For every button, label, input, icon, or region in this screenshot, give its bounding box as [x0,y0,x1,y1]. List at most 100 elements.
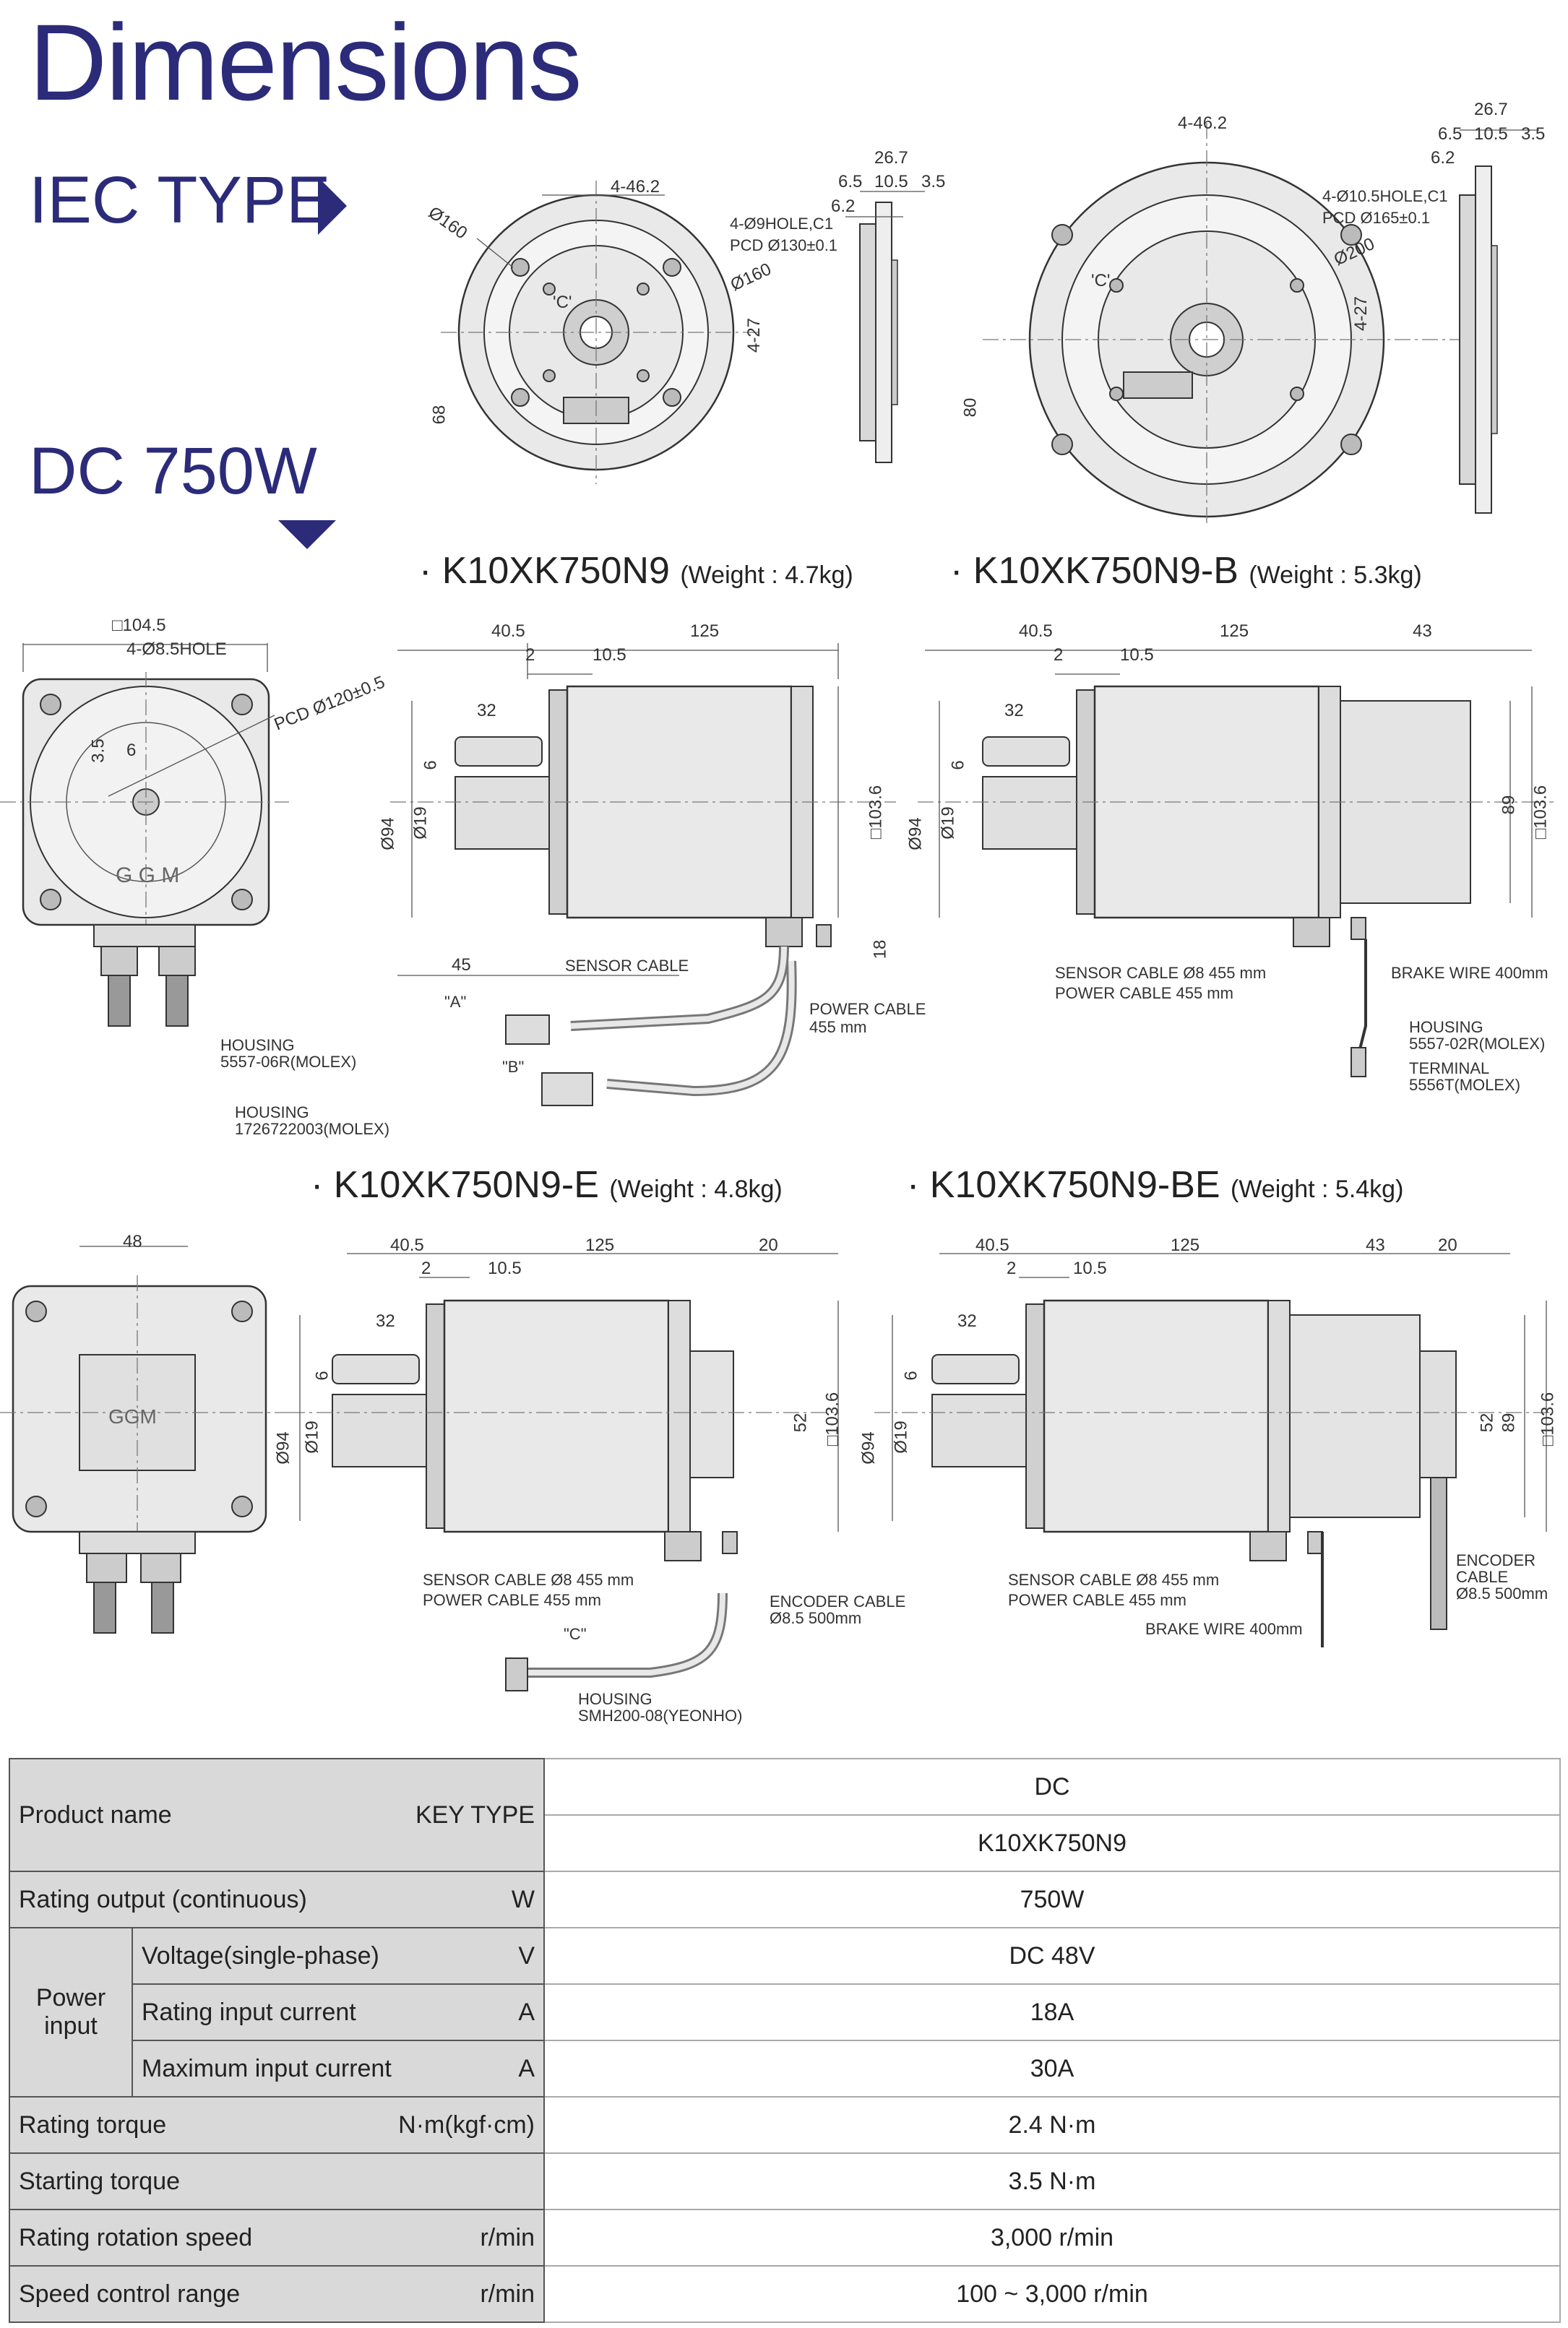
dim-32-b: 32 [1004,701,1024,720]
label-terminal-pn-b: 5556T(MOLEX) [1409,1076,1521,1094]
model-bullet: · [419,550,432,592]
row-value: 30A [543,2040,1561,2098]
label-sensor-e: SENSOR CABLE Ø8 455 mm [423,1571,634,1589]
row-value: 100 ~ 3,000 r/min [543,2265,1561,2323]
n9-side-drawing [390,643,896,1106]
label-housing2-pn: 1726722003(MOLEX) [235,1120,390,1138]
n9be-side-drawing [874,1253,1554,1647]
dim-32-e: 32 [376,1311,395,1331]
dim-1036-be: □103.6 [1538,1392,1558,1447]
model-title-n9: · K10XK750N9 (Weight : 4.7kg) [419,549,853,592]
model-name: K10XK750N9 [441,550,670,592]
dc-power-heading: DC 750W [29,434,317,508]
label-a: "A" [444,993,467,1011]
dim-pcd: PCD Ø130±0.1 [730,236,838,254]
n9b-side-drawing [918,650,1554,1077]
page-title: Dimensions [29,1,582,123]
model-weight: (Weight : 5.4kg) [1231,1176,1404,1203]
dim-52-e: 52 [791,1413,811,1433]
dim-405-be: 40.5 [975,1236,1009,1255]
dim-427: 4-27 [744,317,764,353]
dim-d94-b: Ø94 [905,817,926,850]
dim-46-r: 4-46.2 [1178,113,1228,133]
dc-cell: DC [543,1758,1561,1816]
dim-405-b: 40.5 [1019,621,1053,641]
dim-2: 2 [525,645,535,665]
iec-type-heading: IEC TYPE [29,163,331,237]
dim-105-b: 10.5 [1120,645,1154,665]
row-unit: W [511,1885,535,1913]
dim-d94: Ø94 [378,817,398,850]
dim-62-r: 6.2 [1431,148,1455,168]
dim-43-be: 43 [1366,1236,1385,1255]
arrow-down-icon [278,520,336,549]
label-b: "B" [502,1058,525,1076]
dim-105: 10.5 [874,172,908,191]
model-weight: (Weight : 4.7kg) [680,561,853,589]
label-sensor-cable: SENSOR CABLE [565,957,689,975]
dim-6: 6 [421,760,441,770]
label-power-cable: POWER CABLE [809,1000,926,1018]
model-weight: (Weight : 5.3kg) [1249,561,1422,589]
dim-2-e: 2 [421,1259,431,1278]
label-power-len: 455 mm [809,1018,867,1036]
dim-89-b: 89 [1499,795,1519,815]
label-sensor-be: SENSOR CABLE Ø8 455 mm [1008,1571,1220,1589]
label-power-b: POWER CABLE 455 mm [1055,984,1233,1002]
dim-405-e: 40.5 [390,1236,424,1255]
label-housing-pn-e: SMH200-08(YEONHO) [578,1707,743,1725]
label-housing1: HOUSING [220,1036,295,1054]
dim-sq-1045: □104.5 [112,616,166,635]
dim-d19-b: Ø19 [938,806,958,840]
dim-45: 45 [452,955,471,975]
power-input-group: Power input [9,1927,133,2098]
dim-key-h: 3.5 [88,738,108,763]
dim-89-be: 89 [1499,1413,1519,1433]
row-label: Rating torque [19,2111,167,2139]
logo-ggm: G G M [116,863,180,887]
iec-flange-small-drawing [441,181,925,484]
table-row: Rating output (continuous)W 750W [9,1871,1561,1928]
label-brake-b: BRAKE WIRE 400mm [1391,964,1548,982]
dim-62: 6.2 [831,197,856,216]
row-unit: r/min [480,2280,535,2308]
dim-d94-be: Ø94 [858,1431,879,1465]
front-view-drawing [0,643,289,1027]
dim-125: 125 [690,621,720,641]
label-housing2: HOUSING [235,1103,309,1121]
label-encoder2-be: CABLE [1456,1568,1509,1586]
product-name-cell: Product name KEY TYPE [9,1758,545,1872]
row-label: Rating rotation speed [19,2223,253,2251]
row-unit: A [518,1998,535,2026]
row-label: Starting torque [19,2167,181,2195]
dim-65: 6.5 [838,172,863,191]
label-c: 'C' [553,293,572,312]
dim-6-e: 6 [312,1371,332,1381]
dim-43-b: 43 [1413,621,1432,641]
dim-427-r: 4-27 [1351,296,1371,332]
table-row: Starting torque 3.5 N·m [9,2152,1561,2210]
dim-6-b: 6 [948,760,968,770]
label-power-e: POWER CABLE 455 mm [423,1591,601,1609]
model-weight: (Weight : 4.8kg) [609,1176,783,1203]
label-encoder-spec-be: Ø8.5 500mm [1456,1585,1548,1603]
dim-2-b: 2 [1054,645,1064,665]
row-value: 3.5 N·m [543,2152,1561,2210]
model-bullet: · [311,1164,324,1206]
dim-d19: Ø19 [410,806,431,840]
dim-105: 10.5 [593,645,626,665]
label-encoder-be: ENCODER [1456,1551,1536,1569]
dim-key-w: 6 [126,741,137,760]
dim-48: 48 [123,1232,142,1251]
dim-267-r: 26.7 [1474,100,1508,119]
dim-2-be: 2 [1007,1259,1017,1278]
dim-hole-r: 4-Ø10.5HOLE,C1 [1322,187,1448,205]
key-type-label: KEY TYPE [415,1801,535,1829]
label-housing-b: HOUSING [1409,1018,1483,1036]
label-housing-e: HOUSING [578,1690,652,1708]
arrow-right-icon [318,177,347,235]
dim-105-r: 10.5 [1474,124,1508,144]
row-value: 3,000 r/min [543,2209,1561,2267]
